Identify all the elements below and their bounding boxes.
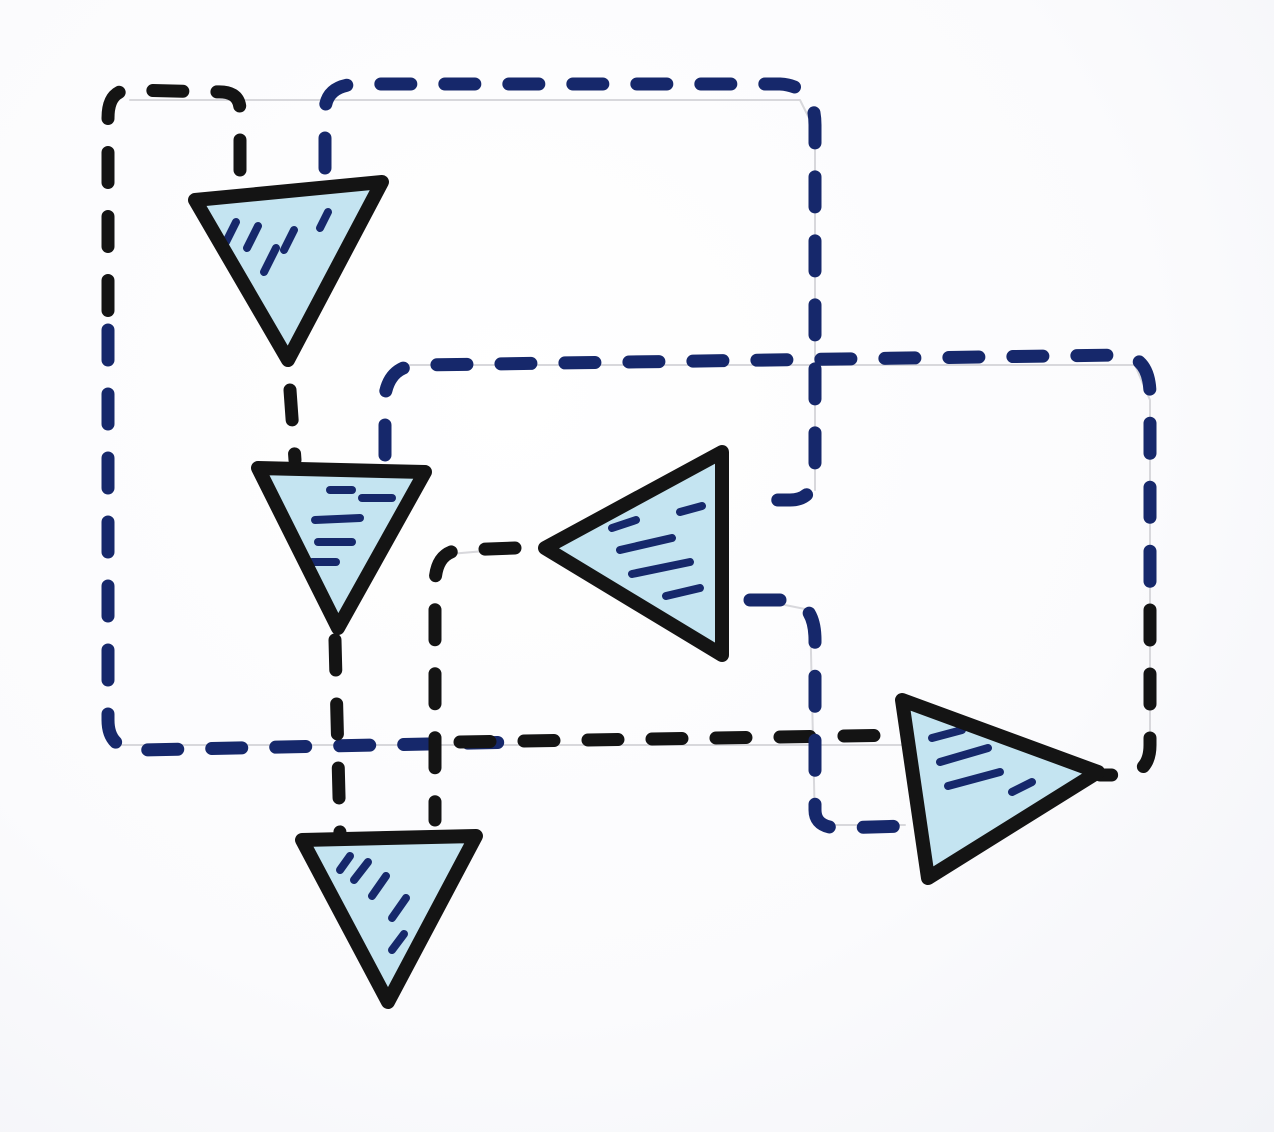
connector-bottom-to-d xyxy=(453,728,912,749)
connector-c-to-d xyxy=(743,593,912,835)
connector-b-to-e xyxy=(328,633,347,842)
connector-right-down-to-d xyxy=(1093,603,1157,782)
connector-a-top-right xyxy=(318,77,822,507)
connector-loop-left-navy xyxy=(101,323,527,757)
triangle-icon xyxy=(251,461,432,635)
connectors xyxy=(101,77,1157,842)
triangle-icon xyxy=(295,829,483,1009)
connector-loop-left-black xyxy=(101,83,247,337)
triangle-icon xyxy=(188,175,389,367)
triangle-icon xyxy=(538,445,729,662)
nodes xyxy=(188,175,1105,1009)
connector-a-to-b xyxy=(283,383,302,467)
connector-b-top-right xyxy=(378,348,1157,617)
triangle-icon xyxy=(895,693,1105,885)
connector-c-to-e xyxy=(428,541,522,827)
